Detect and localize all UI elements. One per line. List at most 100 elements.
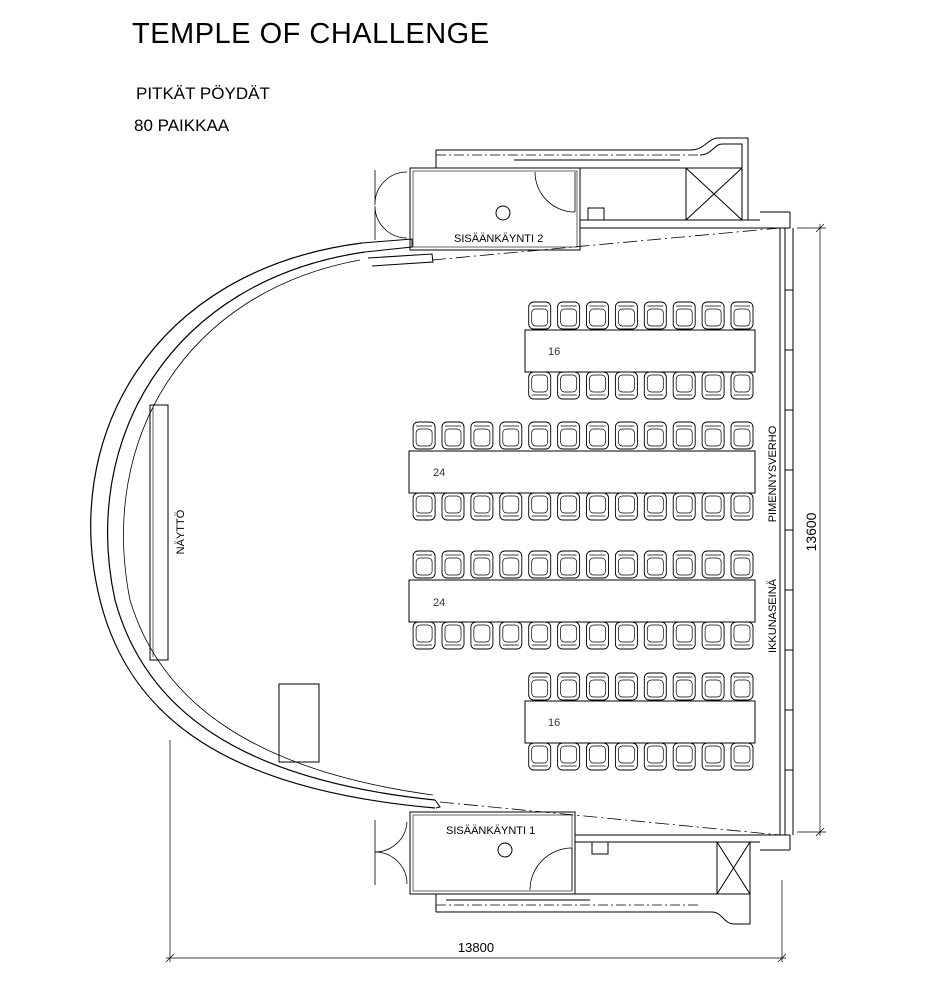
entrance-1-label: SISÄÄNKÄYNTI 1 xyxy=(446,825,535,837)
chair-bottom xyxy=(701,621,725,650)
blackout-curtain-label: PIMENNYSVERHO xyxy=(767,425,779,522)
chair-bottom xyxy=(614,492,638,521)
chair-bottom xyxy=(586,371,609,400)
chair-bottom xyxy=(614,621,638,650)
chair-bottom xyxy=(672,621,696,650)
chair-top xyxy=(643,550,667,579)
chair-bottom xyxy=(643,492,667,521)
chair-bottom xyxy=(643,371,667,400)
table-seat-count: 16 xyxy=(548,346,560,358)
table-group: 16 xyxy=(524,301,756,400)
chair-bottom xyxy=(528,742,552,771)
table-seat-count: 16 xyxy=(548,717,560,729)
chair-bottom xyxy=(701,492,725,521)
tables-layer: 16 24 24 16 xyxy=(408,301,756,771)
chair-top xyxy=(586,301,609,330)
chair-bottom xyxy=(528,371,552,400)
chair-top xyxy=(528,550,552,579)
chair-top xyxy=(412,421,436,450)
long-table xyxy=(524,329,756,373)
chair-bottom xyxy=(557,742,581,771)
chair-top xyxy=(701,550,725,579)
chair-bottom xyxy=(528,492,552,521)
capacity-label: 80 PAIKKAA xyxy=(134,116,230,135)
chair-top xyxy=(528,672,552,701)
chair-top xyxy=(730,301,754,330)
column-marker-bottom xyxy=(497,842,513,858)
chair-top xyxy=(701,421,725,450)
layout-name: PITKÄT PÖYDÄT xyxy=(136,84,270,103)
chair-top xyxy=(730,672,754,701)
chair-top xyxy=(441,421,465,450)
chair-bottom xyxy=(672,742,696,771)
column-marker-top xyxy=(495,205,511,221)
chair-top xyxy=(528,421,552,450)
table-group: 24 xyxy=(408,421,756,521)
chair-top xyxy=(614,550,638,579)
chair-bottom xyxy=(441,492,465,521)
chair-top xyxy=(614,421,638,450)
window-wall-label: IKKUNASEINÄ xyxy=(767,578,779,653)
table-group: 24 xyxy=(408,550,756,650)
table-seat-count: 24 xyxy=(433,467,445,479)
chair-bottom xyxy=(557,371,581,400)
chair-top xyxy=(730,421,754,450)
chair-bottom xyxy=(586,492,609,521)
chair-top xyxy=(412,550,436,579)
chair-top xyxy=(586,421,609,450)
chair-top xyxy=(614,672,638,701)
chair-top xyxy=(557,672,581,701)
chair-bottom xyxy=(412,492,436,521)
height-dimension: 13600 xyxy=(803,512,819,551)
chair-top xyxy=(557,421,581,450)
chair-bottom xyxy=(614,742,638,771)
chair-bottom xyxy=(730,742,754,771)
curved-wall-inner xyxy=(107,251,436,801)
screen-label: NÄYTTÖ xyxy=(175,509,187,554)
chair-top xyxy=(672,672,696,701)
chair-bottom xyxy=(586,621,609,650)
chair-top xyxy=(470,421,494,450)
chair-bottom xyxy=(701,742,725,771)
chair-bottom xyxy=(499,492,523,521)
chair-bottom xyxy=(643,742,667,771)
chair-top xyxy=(672,550,696,579)
chair-bottom xyxy=(441,621,465,650)
chair-bottom xyxy=(730,621,754,650)
long-table xyxy=(524,700,756,744)
chair-top xyxy=(643,301,667,330)
chair-top xyxy=(730,550,754,579)
table-seat-count: 24 xyxy=(433,597,445,609)
chair-bottom xyxy=(557,492,581,521)
chair-top xyxy=(701,672,725,701)
long-table xyxy=(408,579,756,623)
chair-top xyxy=(470,550,494,579)
chair-top xyxy=(643,421,667,450)
chair-top xyxy=(499,421,523,450)
table-group: 16 xyxy=(524,672,756,771)
chair-top xyxy=(441,550,465,579)
chair-bottom xyxy=(643,621,667,650)
chair-top xyxy=(643,672,667,701)
chair-top xyxy=(672,301,696,330)
curved-wall-outer xyxy=(90,242,436,809)
plan-title: TEMPLE OF CHALLENGE xyxy=(132,18,490,50)
chair-bottom xyxy=(412,621,436,650)
chair-top xyxy=(701,301,725,330)
chair-top xyxy=(499,550,523,579)
chair-bottom xyxy=(528,621,552,650)
width-dimension: 13800 xyxy=(458,940,494,955)
chair-bottom xyxy=(499,621,523,650)
screen-panel xyxy=(149,404,169,661)
chair-top xyxy=(528,301,552,330)
curved-wall-innermost xyxy=(123,259,434,796)
chair-top xyxy=(614,301,638,330)
chair-bottom xyxy=(672,492,696,521)
chair-bottom xyxy=(730,371,754,400)
chair-bottom xyxy=(586,742,609,771)
chair-bottom xyxy=(701,371,725,400)
chair-top xyxy=(586,550,609,579)
long-table xyxy=(408,450,756,494)
entrance-2-label: SISÄÄNKÄYNTI 2 xyxy=(454,233,543,245)
chair-bottom xyxy=(614,371,638,400)
